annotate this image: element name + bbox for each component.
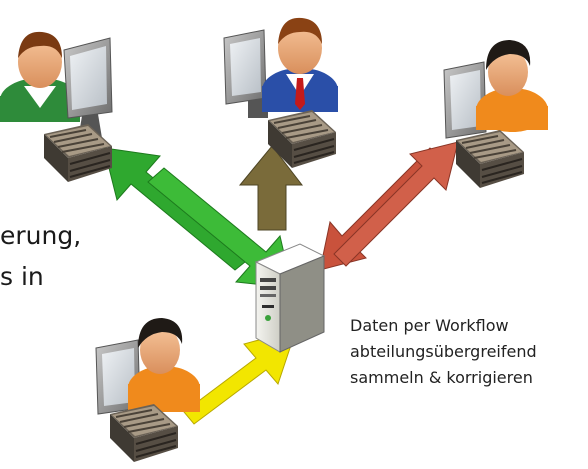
- user-workstation-icon-4: [95, 318, 200, 463]
- arrow-icon-green-up: [103, 147, 251, 271]
- user-workstation-icon-2: [223, 17, 338, 169]
- caption-line-2: abteilungsübergreifend: [350, 342, 537, 361]
- arrow-icon-red-up: [333, 141, 459, 267]
- left-text-line-2: s in: [0, 262, 44, 291]
- caption-line-1: Daten per Workflow: [350, 316, 509, 335]
- caption-line-3: sammeln & korrigieren: [350, 368, 533, 387]
- arrow-icon-olive-up: [238, 145, 304, 231]
- user-workstation-icon-1: [0, 31, 113, 183]
- user-workstation-icon-3: [443, 40, 548, 189]
- server-icon: [254, 243, 326, 353]
- left-text-line-1: erung,: [0, 221, 82, 250]
